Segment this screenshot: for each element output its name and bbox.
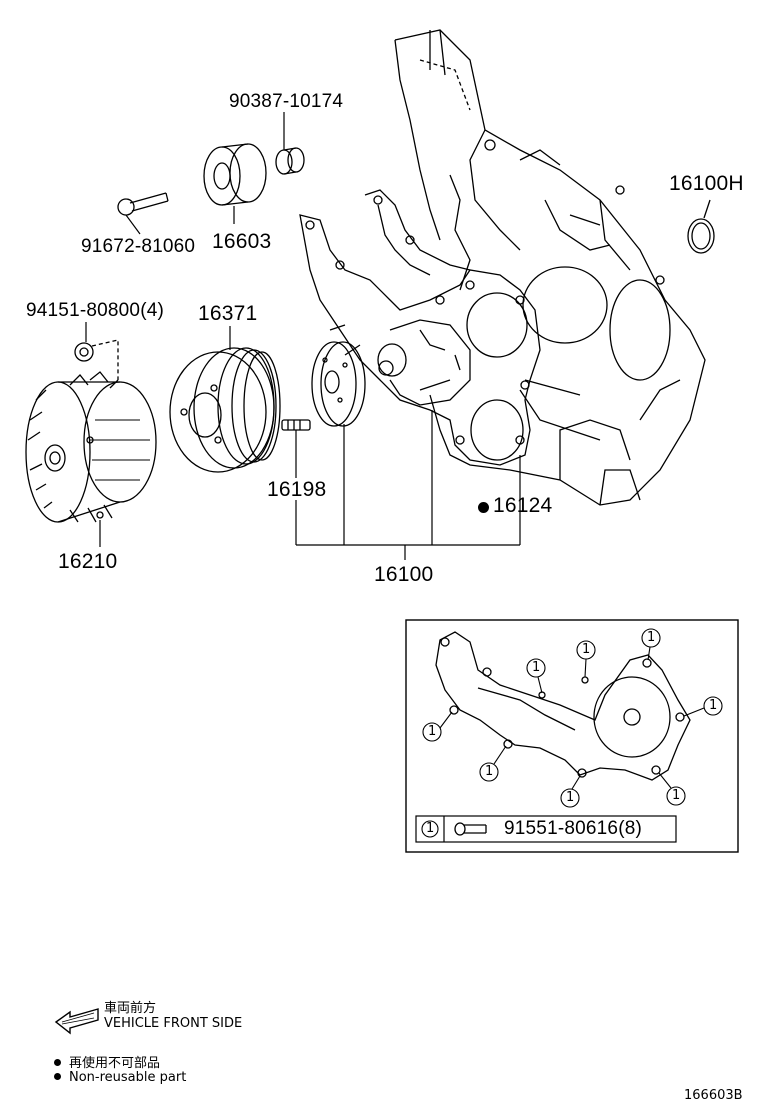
part-label-91672-81060[interactable]: 91672-81060 [81, 236, 196, 257]
non-reusable-bullet-icon [54, 1073, 61, 1080]
leader-lines [85, 112, 521, 560]
spacer-90387-drawing [275, 147, 305, 175]
inset-pump-drawing [435, 631, 691, 781]
part-label-90387-10174[interactable]: 90387-10174 [229, 91, 344, 112]
non-reusable-bullet-icon [54, 1059, 61, 1066]
vehicle-front-label-en: VEHICLE FRONT SIDE [104, 1016, 243, 1031]
part-label-16198[interactable]: 16198 [267, 478, 327, 501]
vehicle-front-label-jp: 車両前方 [104, 1001, 157, 1016]
callout-number: 1 [582, 642, 591, 657]
part-label-16371[interactable]: 16371 [198, 302, 258, 325]
part-label-91551-80616[interactable]: 91551-80616(8) [504, 818, 643, 839]
inset-bolt-icon [454, 822, 487, 836]
part-label-16100h[interactable]: 16100H [669, 172, 744, 195]
non-reusable-legend-en: Non-reusable part [54, 1070, 186, 1085]
callout-number: 1 [428, 724, 437, 739]
non-reusable-text-en: Non-reusable part [69, 1070, 187, 1085]
part-label-16124-text: 16124 [493, 494, 553, 517]
nut-94151-drawing [74, 339, 119, 380]
callout-number: 1 [566, 790, 575, 805]
callout-number: 1 [647, 630, 656, 645]
inset-callouts [422, 628, 723, 808]
non-reusable-legend-jp: 再使用不可部品 [54, 1052, 160, 1071]
part-label-16210[interactable]: 16210 [58, 550, 118, 573]
inset-legend-box [415, 815, 677, 843]
callout-number: 1 [672, 788, 681, 803]
callout-number: 1 [485, 764, 494, 779]
idler-pulley-16603-drawing [203, 143, 267, 206]
fan-clutch-16210-drawing [25, 371, 157, 523]
water-pump-drawing [299, 189, 541, 466]
inset-frame [405, 619, 739, 853]
part-label-94151-80800[interactable]: 94151-80800(4) [26, 300, 165, 321]
callout-number: 1 [709, 698, 718, 713]
legend-callout-number: 1 [426, 821, 435, 836]
part-label-16603[interactable]: 16603 [212, 230, 272, 253]
figure-reference: 166603B [684, 1088, 743, 1103]
callout-number: 1 [532, 660, 541, 675]
pulley-16371-drawing [169, 347, 281, 473]
stud-16198-drawing [281, 419, 311, 431]
timing-cover-drawing [394, 29, 706, 506]
bolt-91672-drawing [117, 192, 169, 216]
part-label-16100[interactable]: 16100 [374, 563, 434, 586]
non-reusable-bullet-icon [478, 502, 489, 513]
o-ring-16100h-drawing [687, 199, 715, 254]
hub-flange-drawing [311, 341, 366, 427]
part-label-16124[interactable]: 16124 [478, 494, 552, 518]
non-reusable-text-jp: 再使用不可部品 [69, 1056, 161, 1071]
